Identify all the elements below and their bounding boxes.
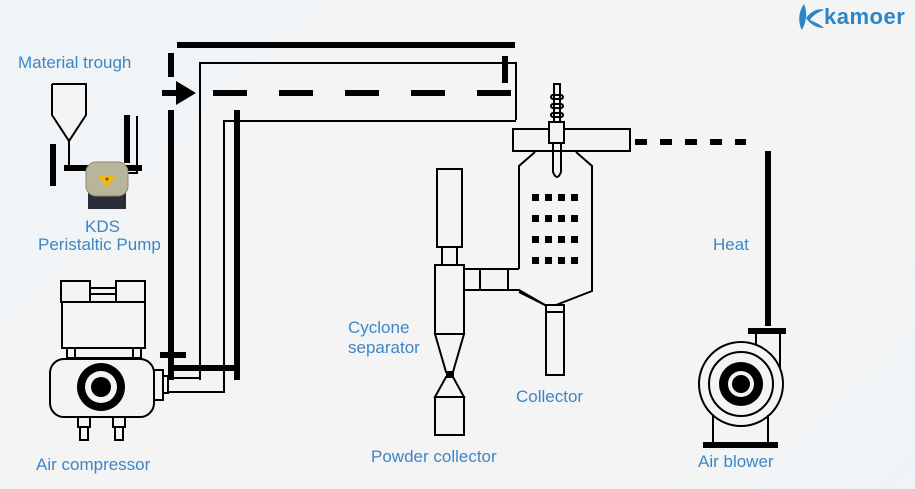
chamber-window-dot — [545, 236, 552, 243]
label-cyclone: Cyclone — [348, 318, 410, 337]
chamber-window-dot — [545, 194, 552, 201]
chamber-window-dot — [558, 215, 565, 222]
chamber-window-dot — [532, 215, 539, 222]
inner-duct — [199, 62, 517, 380]
chamber-window-dot — [571, 236, 578, 243]
chamber-window-dot — [571, 215, 578, 222]
chamber-window-dot — [558, 236, 565, 243]
chamber-window-dot — [558, 194, 565, 201]
air-compressor-icon — [49, 280, 225, 441]
label-peristaltic-pump: Peristaltic Pump — [38, 235, 161, 254]
label-air-compressor: Air compressor — [36, 455, 151, 474]
top-pipe-outer — [168, 42, 515, 380]
chamber-window-dot — [532, 257, 539, 264]
chamber-window-dot — [558, 257, 565, 264]
label-pump-model: KDS — [85, 217, 120, 236]
air-blower-icon — [698, 328, 786, 448]
chamber-window-dot — [545, 257, 552, 264]
brand-name: kamoer — [824, 4, 906, 29]
chamber-window-dot — [545, 215, 552, 222]
chamber-window-dot — [571, 194, 578, 201]
drying-chamber-icon — [518, 151, 593, 376]
spray-nozzle-icon — [512, 83, 631, 178]
kamoer-logo: kamoer — [796, 2, 905, 32]
heat-dashed-line — [635, 139, 771, 326]
label-powder-collector: Powder collector — [371, 447, 497, 466]
kamoer-logo-icon — [799, 4, 824, 30]
chamber-window-dot — [571, 257, 578, 264]
label-separator: separator — [348, 338, 420, 357]
label-collector: Collector — [516, 387, 584, 406]
peristaltic-pump-icon — [85, 161, 129, 209]
chamber-window-dot — [532, 236, 539, 243]
chamber-window-dot — [532, 194, 539, 201]
flow-arrow-icon — [162, 81, 196, 105]
cyclone-separator-icon — [433, 168, 546, 436]
label-heat: Heat — [713, 235, 749, 254]
chamber-window-dots — [532, 194, 578, 264]
label-material-trough: Material trough — [18, 53, 132, 72]
label-air-blower: Air blower — [698, 452, 774, 471]
